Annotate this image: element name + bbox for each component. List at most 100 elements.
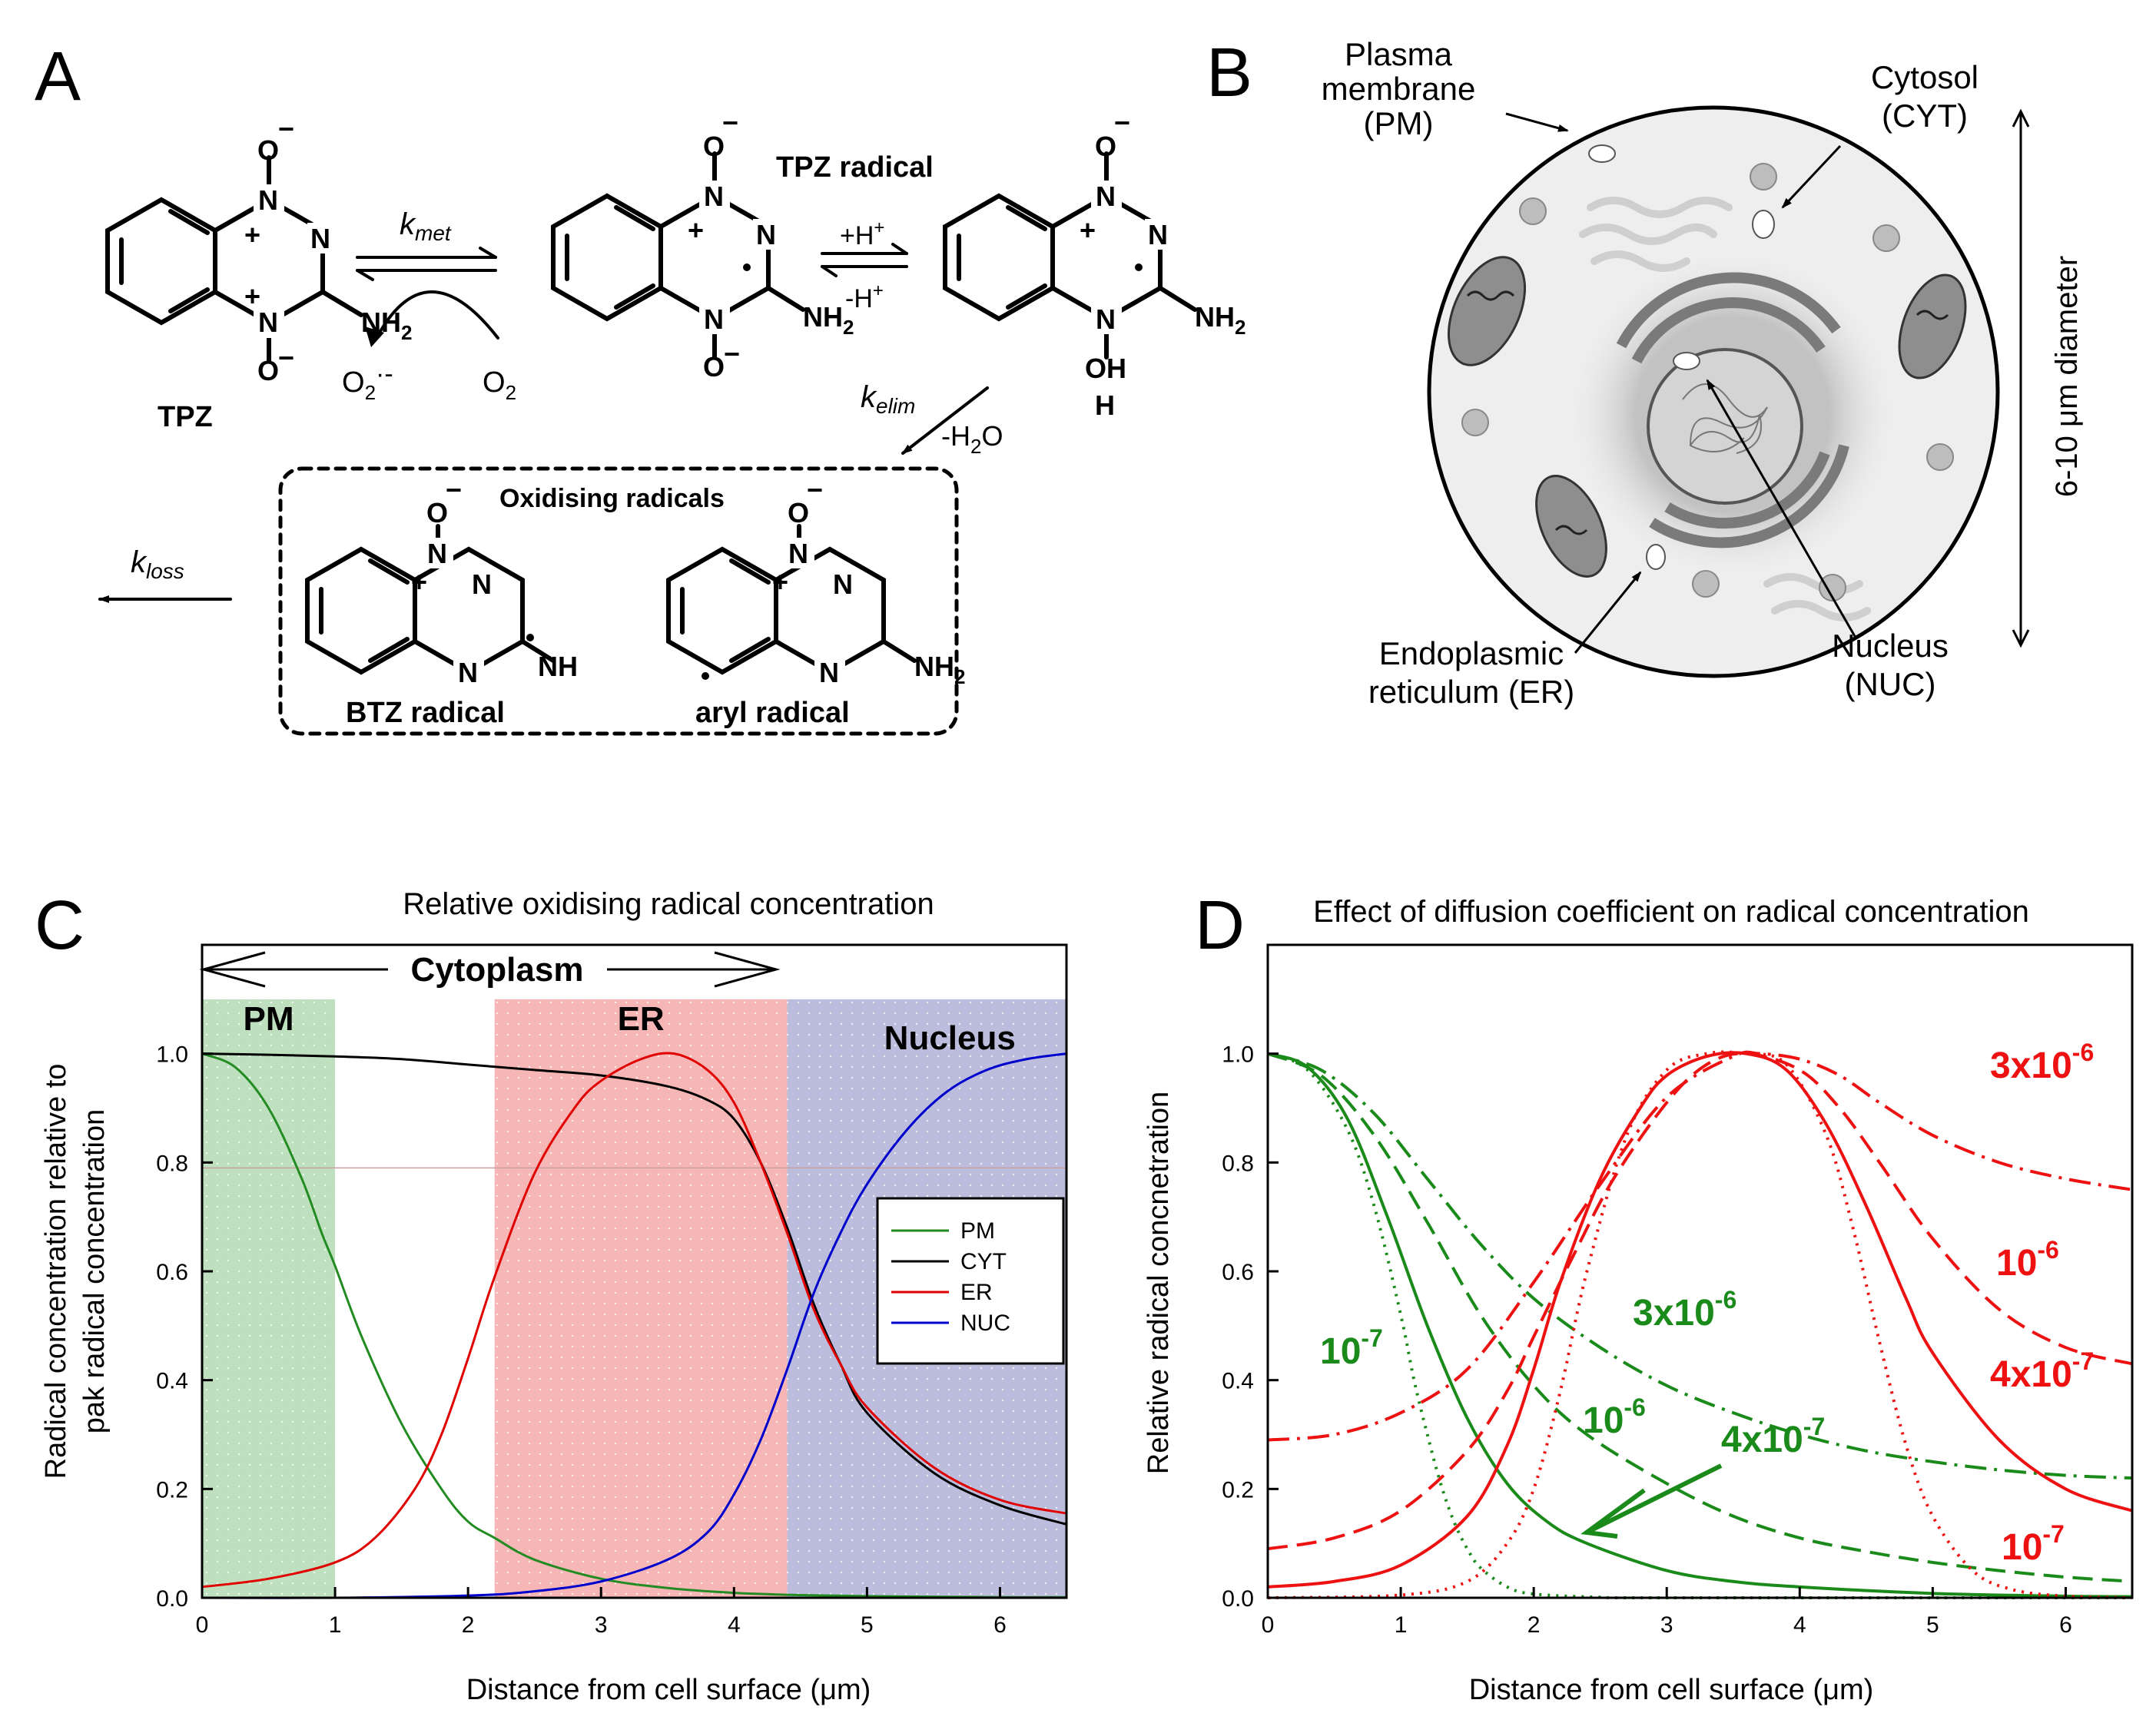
protonated-radical-atoms: N N N + O − OH H NH2 bbox=[1080, 107, 1246, 421]
chart-c-xtick-label: 3 bbox=[595, 1612, 608, 1638]
chart-c-series-line-cyt bbox=[201, 1052, 1067, 1526]
chart-d-xlabel: Distance from cell surface (μm) bbox=[1469, 1674, 1874, 1706]
tpz-label: TPZ bbox=[158, 401, 213, 433]
svg-text:+: + bbox=[772, 566, 788, 598]
aryl-radical-atoms: N N N + O − NH2 bbox=[702, 474, 965, 688]
er-label-line1: Endoplasmic bbox=[1379, 635, 1564, 671]
kelim-arrow bbox=[901, 386, 989, 455]
btz-radical-structure bbox=[305, 524, 556, 675]
series-label-5: 10-6 bbox=[1996, 1236, 2059, 1284]
series-label-6: 4x10-7 bbox=[1990, 1347, 2094, 1395]
panel-a-letter: A bbox=[35, 38, 81, 115]
svg-text:+: + bbox=[688, 214, 704, 246]
region-texture bbox=[202, 999, 336, 1598]
region-label-nucleus: Nucleus bbox=[884, 1019, 1016, 1057]
svg-text:NH: NH bbox=[538, 651, 578, 682]
chart-c-xtick-label: 1 bbox=[329, 1612, 342, 1638]
chart-d-title: Effect of diffusion coefficient on radic… bbox=[1313, 895, 2029, 929]
chart-c-ytick-label: 0.8 bbox=[156, 1151, 188, 1176]
svg-text:−: − bbox=[807, 474, 823, 505]
er-label-line2: reticulum (ER) bbox=[1368, 674, 1574, 710]
chart-c-title: Relative oxidising radical concentration bbox=[403, 887, 934, 921]
tpz-radical-atoms: N N N + O − O − NH2 bbox=[688, 107, 854, 383]
svg-text:H: H bbox=[1095, 389, 1115, 421]
chart-d-xtick-label: 1 bbox=[1395, 1612, 1408, 1638]
svg-text:N: N bbox=[1096, 181, 1116, 212]
oxidising-radicals-box bbox=[278, 466, 959, 736]
aryl-radical-structure bbox=[666, 524, 917, 675]
cyt-label-line2: (CYT) bbox=[1882, 98, 1968, 134]
chart-c-series-line-nuc bbox=[201, 1052, 1067, 1599]
panel-d-chart: D Effect of diffusion coefficient on rad… bbox=[1143, 887, 2134, 1706]
svg-text:N: N bbox=[258, 184, 278, 216]
chromatin bbox=[1682, 383, 1768, 454]
svg-text:N: N bbox=[458, 657, 478, 688]
svg-text:−: − bbox=[1114, 107, 1130, 138]
chart-d-xtick-label: 3 bbox=[1660, 1612, 1673, 1638]
chart-c-series-line-er bbox=[201, 1052, 1067, 1589]
chart-d-series-line-1 bbox=[1267, 1052, 2133, 1599]
series-label-4: 3x10-6 bbox=[1990, 1039, 2094, 1086]
chart-d-ylabel: Relative radical concnetration bbox=[1143, 1092, 1175, 1475]
svg-text:N: N bbox=[1148, 219, 1168, 250]
chart-d-ytick-label: 0.8 bbox=[1222, 1151, 1254, 1176]
chart-c-ytick-label: 0.6 bbox=[156, 1260, 188, 1285]
chart-d-xtick-label: 2 bbox=[1527, 1612, 1541, 1638]
panel-d-letter: D bbox=[1195, 887, 1245, 964]
svg-text:O: O bbox=[703, 131, 725, 162]
protonation-arrows bbox=[821, 243, 908, 277]
svg-text:O: O bbox=[426, 497, 448, 528]
chart-d-series-line-4 bbox=[1267, 1050, 2133, 1442]
chart-d-series-line-5 bbox=[1267, 1052, 2133, 1551]
oxygen-label: O2 bbox=[483, 366, 516, 404]
chart-c-xlabel: Distance from cell surface (μm) bbox=[466, 1674, 871, 1706]
kmet-arrows bbox=[356, 247, 497, 281]
chart-d-ytick-label: 0.4 bbox=[1222, 1369, 1254, 1394]
svg-text:+: + bbox=[411, 566, 427, 598]
btz-radical-label: BTZ radical bbox=[346, 697, 505, 729]
svg-text:+: + bbox=[244, 280, 260, 312]
superoxide-label: O2·- bbox=[342, 360, 393, 404]
panel-a-reaction-scheme: A N N N + + O − O − NH2 TPZ bbox=[35, 38, 1246, 736]
panel-b-cell-diagram: B bbox=[1206, 35, 2084, 710]
diameter-arrow bbox=[2012, 108, 2030, 648]
cyt-label-line1: Cytosol bbox=[1871, 59, 1979, 95]
legend-label-er: ER bbox=[960, 1280, 993, 1305]
tpz-radical-structure bbox=[551, 151, 805, 360]
chart-d-ytick-label: 1.0 bbox=[1222, 1042, 1254, 1068]
chart-c-series bbox=[201, 1052, 1067, 1599]
pm-label-line2: membrane bbox=[1322, 71, 1476, 107]
svg-text:N: N bbox=[258, 306, 278, 338]
endoplasmic-reticulum bbox=[1616, 272, 1849, 548]
minus-water-label: -H2O bbox=[941, 420, 1003, 458]
legend-label-cyt: CYT bbox=[960, 1249, 1007, 1274]
svg-text:O: O bbox=[703, 351, 725, 383]
svg-text:N: N bbox=[427, 538, 447, 569]
svg-text:−: − bbox=[446, 474, 462, 505]
series-label-2: 4x10-7 bbox=[1721, 1413, 1825, 1460]
svg-text:O: O bbox=[788, 497, 809, 528]
chart-c-ylabel-line2: pak radical concentration bbox=[78, 1109, 111, 1433]
chart-c-ytick-label: 0.2 bbox=[156, 1477, 188, 1503]
cytoplasm-label: Cytoplasm bbox=[411, 951, 584, 989]
chart-d-xtick-label: 0 bbox=[1262, 1612, 1275, 1638]
chart-c-ytick-label: 1.0 bbox=[156, 1042, 188, 1068]
svg-text:O: O bbox=[1095, 131, 1116, 162]
plus-h-label: +H+ bbox=[840, 217, 884, 250]
svg-text:N: N bbox=[310, 223, 330, 254]
svg-text:N: N bbox=[833, 568, 853, 600]
chart-d-ytick-label: 0.6 bbox=[1222, 1260, 1254, 1285]
svg-text:−: − bbox=[724, 338, 740, 369]
nuc-label-line2: (NUC) bbox=[1845, 666, 1936, 702]
region-label-er: ER bbox=[618, 1000, 665, 1038]
panel-b-letter: B bbox=[1206, 35, 1252, 111]
chart-c-xtick-label: 0 bbox=[196, 1612, 209, 1638]
cell-labels: Plasma membrane (PM) Cytosol (CYT) Endop… bbox=[1322, 36, 1979, 710]
chart-d-xtick-label: 6 bbox=[2059, 1612, 2072, 1638]
region-label-pm: PM bbox=[244, 1000, 294, 1038]
svg-text:O: O bbox=[257, 134, 279, 166]
chart-c-ytick-label: 0.0 bbox=[156, 1586, 188, 1612]
